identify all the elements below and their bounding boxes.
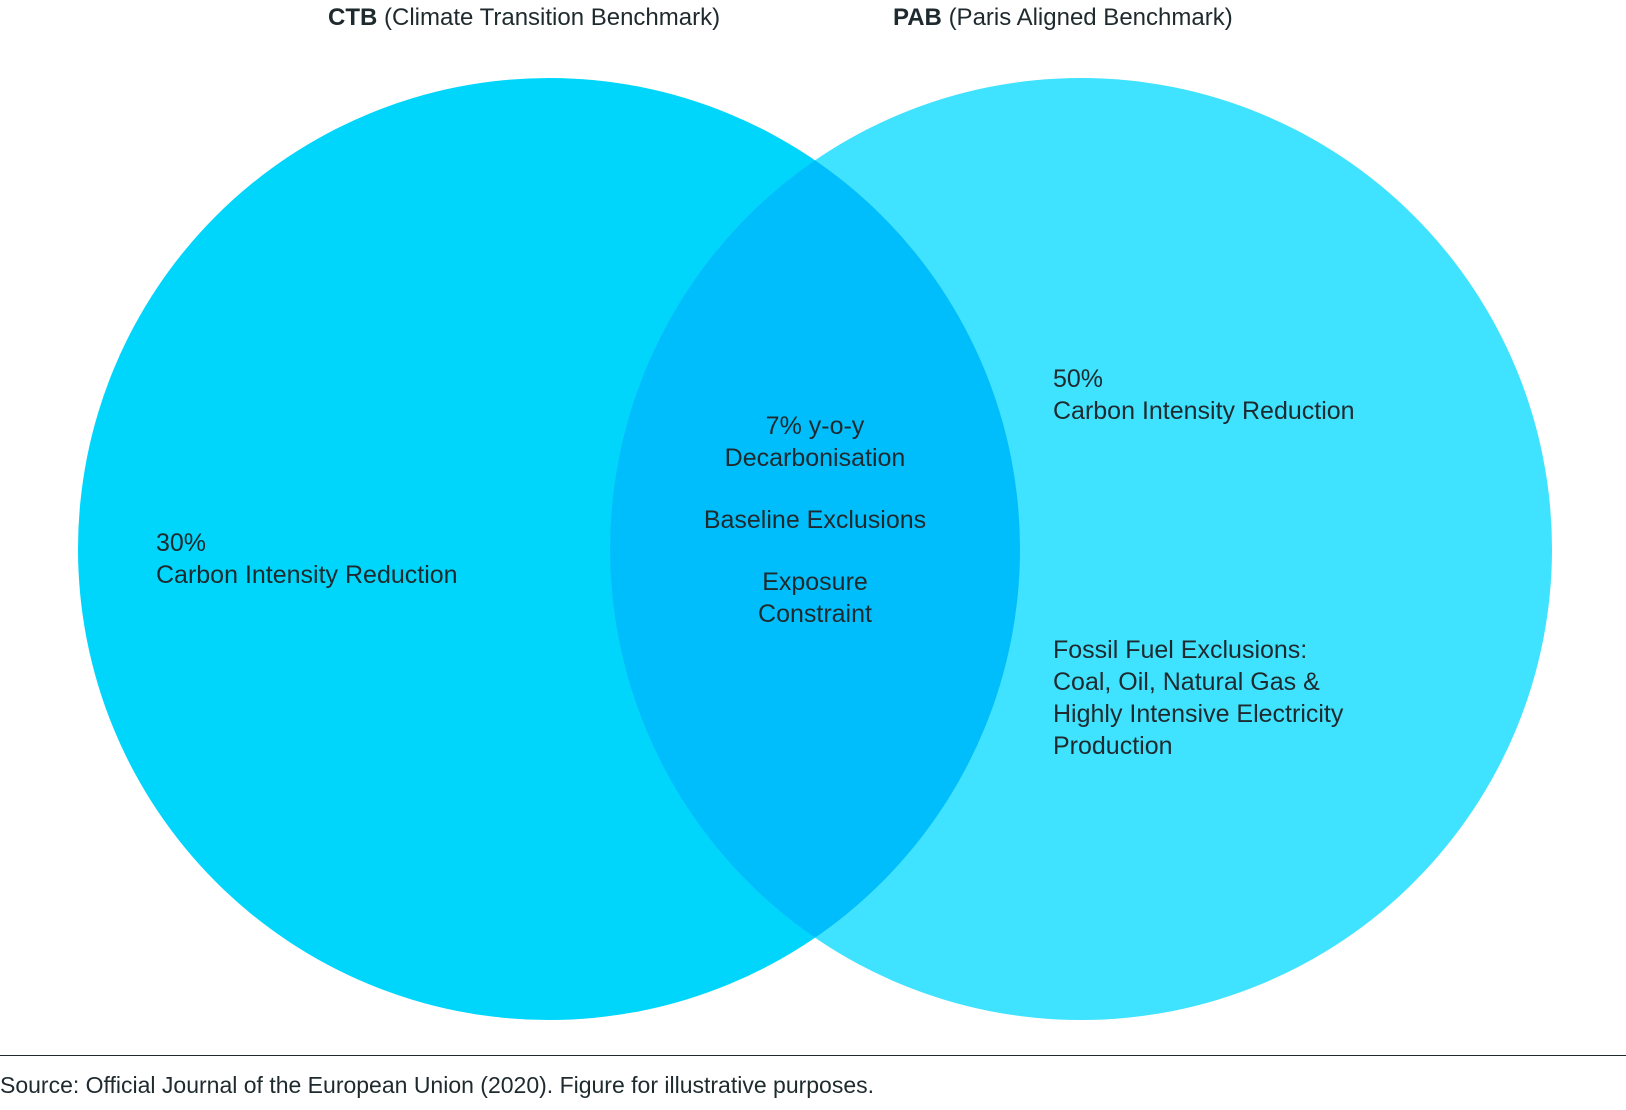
decarbonisation-rate: 7% y-o-y [765, 412, 865, 440]
pab-exclusion-line: Fossil Fuel Exclusions: [1053, 636, 1308, 664]
ctb-percent: 30% [156, 529, 207, 557]
decarbonisation-label: Decarbonisation [724, 444, 906, 472]
ctb-reduction-label: Carbon Intensity Reduction [156, 561, 458, 589]
ctb-only-text: 30% Carbon Intensity Reduction [156, 527, 458, 591]
pab-abbr: PAB [893, 4, 942, 31]
overlap-region [610, 78, 1020, 1020]
pab-reduction-label: Carbon Intensity Reduction [1053, 397, 1355, 425]
footer-divider [0, 1055, 1626, 1056]
pab-exclusion-line: Production [1053, 732, 1173, 760]
exposure-label: Exposure [762, 568, 868, 596]
pab-exclusion-line: Coal, Oil, Natural Gas & [1053, 668, 1320, 696]
pab-exclusion-line: Highly Intensive Electricity [1053, 700, 1344, 728]
ctb-abbr: CTB [328, 4, 378, 31]
source-note: Source: Official Journal of the European… [0, 1072, 875, 1098]
pab-exclusions-text: Fossil Fuel Exclusions: Coal, Oil, Natur… [1053, 634, 1343, 762]
pab-title: PAB (Paris Aligned Benchmark) [893, 4, 1233, 32]
baseline-exclusions: Baseline Exclusions [703, 506, 927, 534]
ctb-full-name: (Climate Transition Benchmark) [384, 4, 721, 31]
pab-full-name: (Paris Aligned Benchmark) [948, 4, 1233, 31]
pab-percent: 50% [1053, 365, 1104, 393]
pab-reduction-text: 50% Carbon Intensity Reduction [1053, 363, 1355, 427]
constraint-label: Constraint [758, 600, 872, 628]
shared-text: 7% y-o-y Decarbonisation Baseline Exclus… [655, 410, 975, 630]
ctb-title: CTB (Climate Transition Benchmark) [328, 4, 720, 32]
